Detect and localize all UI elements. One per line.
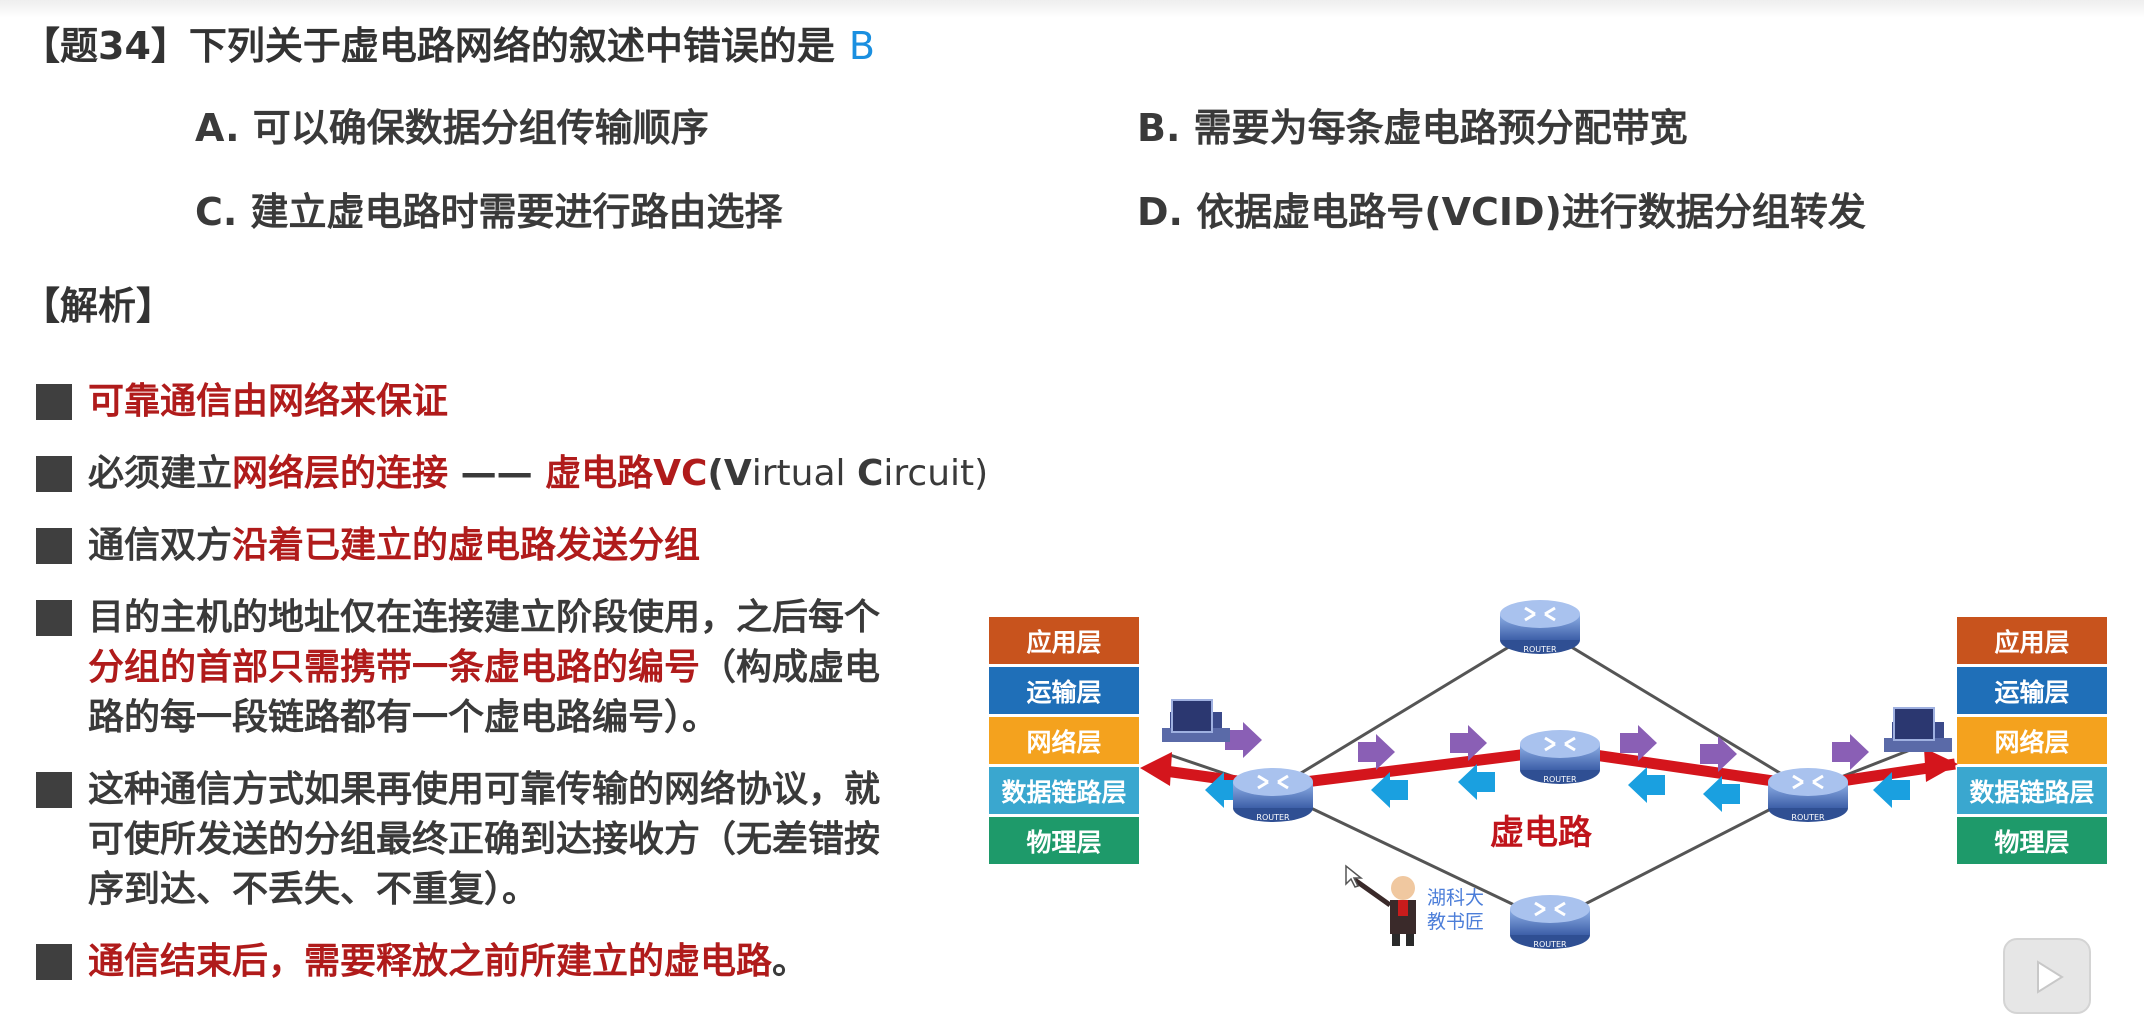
- analysis-point-4: 目的主机的地址仅在连接建立阶段使用，之后每个 分组的首部只需携带一条虚电路的编号…: [88, 597, 881, 738]
- teacher-mascot-icon: [1350, 875, 1416, 946]
- layer-application: 应用层: [989, 617, 1139, 664]
- router-right-icon: ROUTER: [1768, 768, 1848, 822]
- vc-arrow-right-icon: [1924, 748, 1958, 782]
- analysis-point-6: 通信结束后，需要释放之前所建立的虚电路。: [88, 941, 809, 982]
- protocol-stack-right: 应用层 运输层 网络层 数据链路层 物理层: [1957, 617, 2107, 867]
- analysis-point-5: 这种通信方式如果再使用可靠传输的网络协议，就 可使所发送的分组最终正确到达接收方…: [88, 769, 881, 910]
- bullet-icon: [36, 600, 72, 636]
- layer-transport: 运输层: [1957, 667, 2107, 714]
- layer-transport: 运输层: [989, 667, 1139, 714]
- router-middle-icon: ROUTER: [1520, 730, 1600, 784]
- bullet-icon: [36, 456, 72, 492]
- layer-datalink: 数据链路层: [989, 767, 1139, 814]
- layer-physical: 物理层: [989, 817, 1139, 864]
- analysis-title: 【解析】: [22, 284, 175, 328]
- router-label: ROUTER: [1791, 813, 1825, 822]
- router-label: ROUTER: [1523, 645, 1557, 654]
- host-left-computer-icon: [1162, 699, 1230, 742]
- bullet-icon: [36, 772, 72, 808]
- layer-physical: 物理层: [1957, 817, 2107, 864]
- layer-network: 网络层: [1957, 717, 2107, 764]
- question-text: 【题34】下列关于虚电路网络的叙述中错误的是: [22, 24, 835, 68]
- analysis-point-1: 可靠通信由网络来保证: [88, 381, 449, 422]
- analysis-point-2: 必须建立网络层的连接 —— 虚电路VC(Virtual Circuit): [88, 453, 989, 494]
- option-b: B. 需要为每条虚电路预分配带宽: [1137, 106, 1688, 150]
- packet-arrows-upper: [1225, 722, 1869, 772]
- router-bottom-icon: ROUTER: [1510, 895, 1590, 949]
- router-label: ROUTER: [1533, 940, 1567, 949]
- option-a: A. 可以确保数据分组传输顺序: [195, 106, 709, 150]
- router-label: ROUTER: [1543, 775, 1577, 784]
- option-c: C. 建立虚电路时需要进行路由选择: [195, 190, 783, 234]
- router-label: ROUTER: [1256, 813, 1290, 822]
- bullet-icon: [36, 384, 72, 420]
- mouse-cursor-icon: [1345, 864, 1364, 888]
- question-answer: B: [848, 24, 875, 68]
- virtual-circuit-label: 虚电路: [1490, 813, 1592, 853]
- bullet-icon: [36, 528, 72, 564]
- protocol-stack-left: 应用层 运输层 网络层 数据链路层 物理层: [989, 617, 1139, 867]
- layer-datalink: 数据链路层: [1957, 767, 2107, 814]
- vc-arrow-left-icon: [1140, 752, 1172, 786]
- video-play-button[interactable]: [2003, 938, 2091, 1014]
- watermark: 湖科大 教书匠: [1427, 887, 1485, 933]
- top-bar: [0, 0, 2144, 18]
- router-top-icon: ROUTER: [1500, 600, 1580, 654]
- bullet-icon: [36, 944, 72, 980]
- router-left-icon: ROUTER: [1233, 768, 1313, 822]
- play-icon: [2037, 960, 2064, 994]
- option-d: D. 依据虚电路号(VCID)进行数据分组转发: [1137, 190, 1866, 234]
- question-title: 【题34】下列关于虚电路网络的叙述中错误的是 B: [22, 22, 875, 70]
- analysis-point-3: 通信双方沿着已建立的虚电路发送分组: [88, 525, 701, 566]
- layer-network: 网络层: [989, 717, 1139, 764]
- host-right-computer-icon: [1884, 707, 1952, 752]
- packet-arrows-lower: [1205, 764, 1910, 812]
- layer-application: 应用层: [1957, 617, 2107, 664]
